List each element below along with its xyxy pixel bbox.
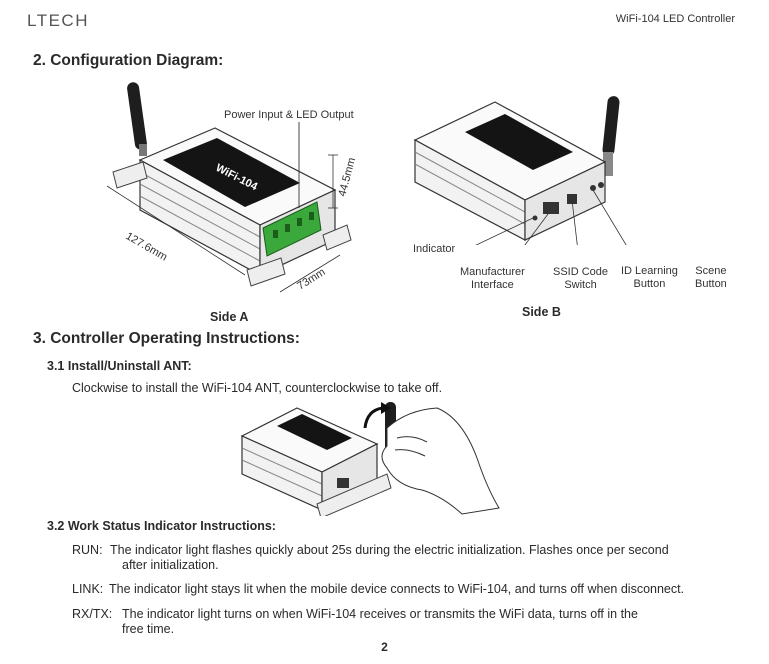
indicator-label: Indicator	[413, 243, 456, 255]
side-a-diagram: WiFi-104 127.6mm 73mm 44.5mm	[106, 82, 358, 293]
manufacturer-interface-label: Manufacturer Interface	[460, 266, 525, 291]
controller-body	[413, 101, 607, 241]
dimension-width: 73mm	[295, 266, 327, 292]
svg-text:LTECH: LTECH	[27, 11, 89, 30]
rotate-arrow-icon	[363, 402, 391, 429]
status-key: RX/TX:	[72, 607, 113, 621]
status-description: The indicator light flashes quickly abou…	[110, 543, 669, 572]
section-2-heading: 2. Configuration Diagram:	[33, 52, 224, 69]
id-learning-label: ID Learning Button	[621, 265, 678, 290]
dimension-height: 44.5mm	[336, 156, 358, 198]
side-b-diagram	[413, 96, 627, 245]
manufacturer-port-icon	[543, 202, 559, 214]
subsection-3-2-heading: 3.2 Work Status Indicator Instructions:	[47, 519, 276, 533]
power-input-label: Power Input & LED Output	[224, 109, 354, 121]
antenna-instruction-text: Clockwise to install the WiFi-104 ANT, c…	[72, 381, 443, 395]
antenna-icon	[602, 96, 620, 176]
scene-button-icon	[598, 182, 604, 188]
status-description: The indicator light turns on when WiFi-1…	[122, 607, 638, 636]
antenna-icon	[127, 82, 147, 156]
dimension-length: 127.6mm	[124, 230, 170, 263]
status-row-run: RUN: The indicator light flashes quickly…	[72, 543, 738, 575]
status-row-rxtx: RX/TX: The indicator light turns on when…	[72, 607, 738, 639]
ssid-switch-icon	[567, 194, 577, 204]
hand-icon	[381, 407, 500, 515]
controller-body	[240, 407, 392, 516]
scene-button-label: Scene Button	[695, 265, 727, 290]
ssid-switch-label: SSID Code Switch	[553, 266, 609, 291]
side-a-label: Side A	[210, 310, 249, 324]
antenna-install-illustration	[240, 402, 500, 516]
indicator-led-icon	[532, 215, 538, 221]
status-key: RUN:	[72, 543, 103, 557]
controller-body: WiFi-104	[112, 127, 352, 287]
subsection-3-1-heading: 3.1 Install/Uninstall ANT:	[47, 359, 192, 373]
status-key: LINK:	[72, 582, 104, 596]
terminal-block	[262, 201, 322, 257]
id-button-icon	[590, 185, 596, 191]
ltech-logo: LTECH	[27, 11, 89, 30]
status-row-link: LINK: The indicator light stays lit when…	[72, 582, 738, 598]
section-3-heading: 3. Controller Operating Instructions:	[33, 330, 300, 347]
page-number: 2	[381, 640, 388, 654]
document-title: WiFi-104 LED Controller	[615, 13, 735, 25]
side-b-label: Side B	[522, 305, 561, 319]
status-description: The indicator light stays lit when the m…	[109, 582, 685, 596]
